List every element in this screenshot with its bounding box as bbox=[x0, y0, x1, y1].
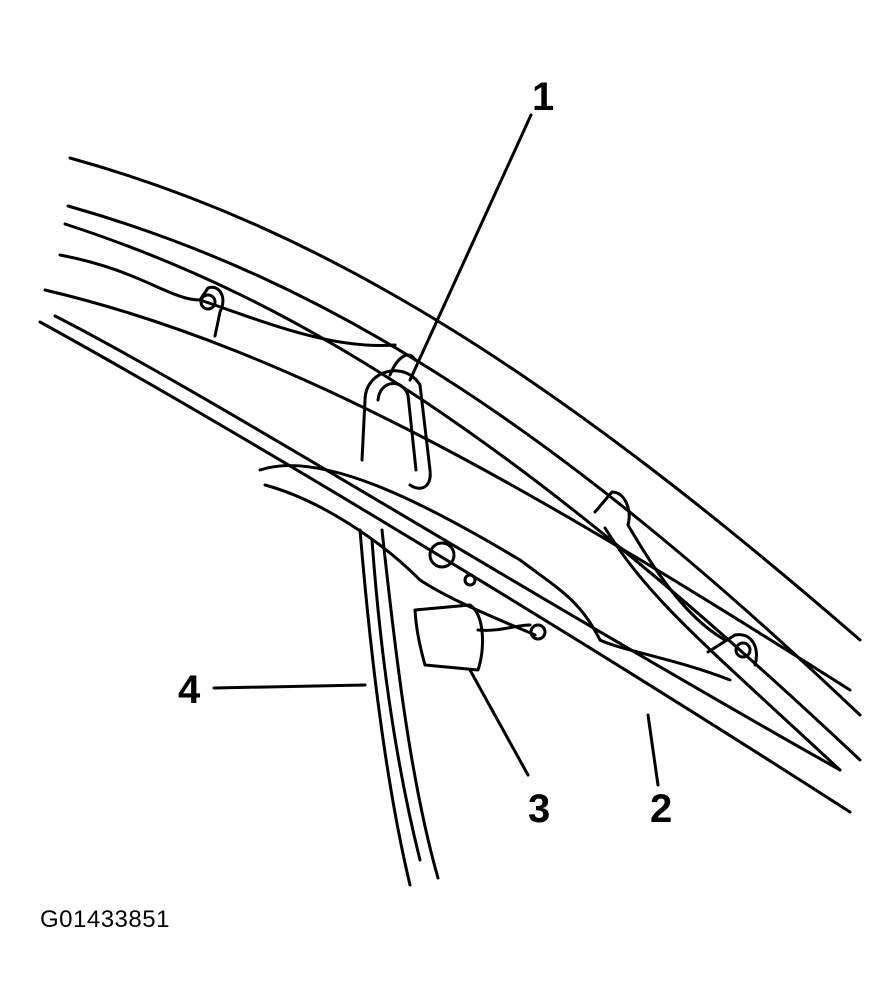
arm-adapter bbox=[258, 464, 732, 682]
wiper-blade bbox=[38, 253, 852, 814]
callout-4: 4 bbox=[178, 668, 201, 712]
callout-1: 1 bbox=[532, 75, 554, 119]
callout-2: 2 bbox=[650, 787, 672, 831]
leader-lines bbox=[212, 113, 660, 787]
windshield-edge-lines bbox=[43, 156, 862, 762]
figure-code: G01433851 bbox=[40, 906, 170, 933]
leader-line-2 bbox=[646, 713, 660, 787]
leader-line-4 bbox=[212, 683, 367, 690]
hook-clip bbox=[360, 353, 432, 490]
wiper-arm bbox=[358, 528, 440, 887]
leader-line-3 bbox=[468, 668, 530, 777]
callout-3: 3 bbox=[528, 787, 550, 831]
leader-line-1 bbox=[408, 113, 533, 382]
release-tab bbox=[413, 603, 532, 672]
